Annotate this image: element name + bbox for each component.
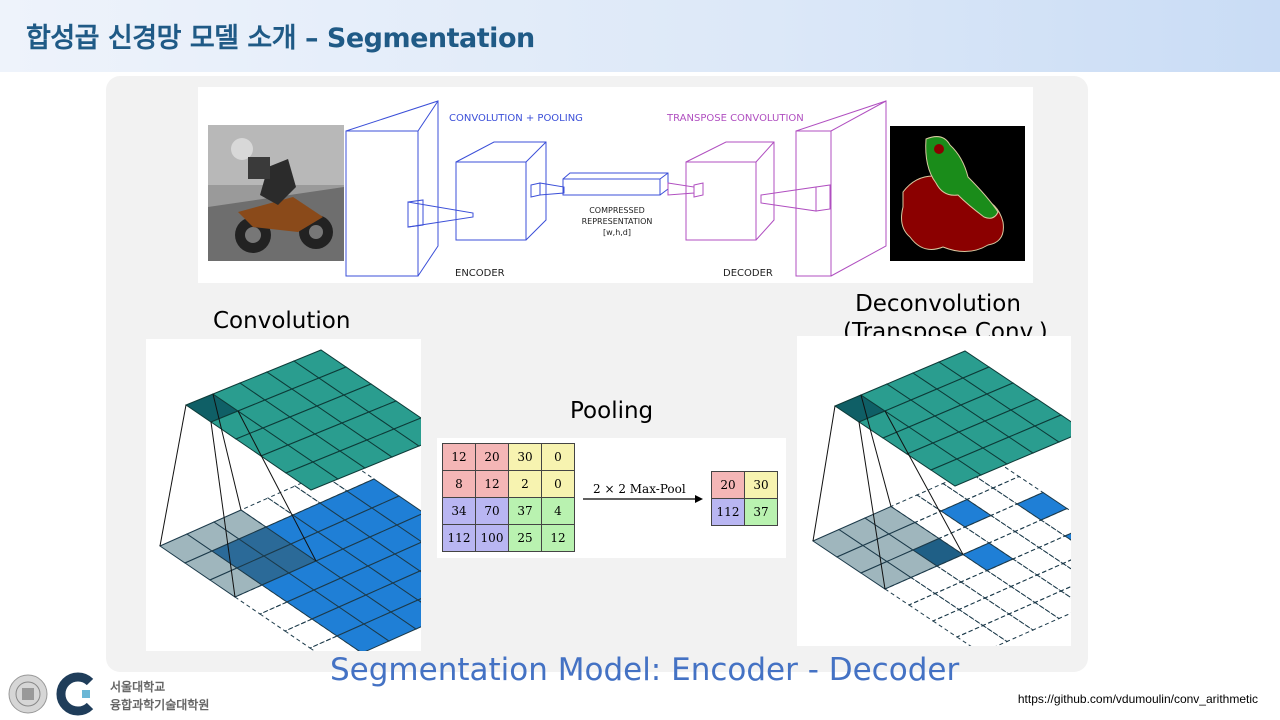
seal-icon [8, 674, 48, 714]
pool-input-cell: 70 [475, 497, 509, 525]
university-line2: 융합과학기술대학원 [110, 698, 210, 712]
input-cell [959, 569, 1013, 599]
pool-input-cell: 0 [541, 443, 575, 471]
university-name: 서울대학교 융합과학기술대학원 [110, 678, 209, 714]
convolution-svg [158, 349, 526, 666]
input-cell [957, 597, 1011, 627]
deconvolution-diagram [797, 336, 1165, 654]
input-cell [1015, 491, 1069, 521]
c-logo-icon [56, 672, 94, 716]
segmentation-mask [890, 126, 1025, 261]
pool-input-cell: 20 [475, 443, 509, 471]
input-cell [961, 542, 1015, 572]
pool-output-cell: 112 [711, 498, 745, 526]
deconvolution-title-line1: Deconvolution [855, 291, 1021, 317]
university-line1: 서울대학교 [110, 680, 166, 694]
input-cell [1059, 578, 1113, 608]
input-cell [981, 613, 1035, 643]
transpose-label: TRANSPOSE CONVOLUTION [666, 113, 804, 124]
compressed-line3: [w,h,d] [603, 228, 631, 237]
pool-input-cell: 112 [442, 524, 476, 552]
input-cell [933, 581, 987, 611]
architecture-diagram: CONVOLUTION + POOLING TRANSPOSE CONVOLUT… [198, 87, 1033, 283]
input-cell [983, 585, 1037, 615]
header-bar: 합성곱 신경망 모델 소개 – Segmentation [0, 0, 1280, 72]
pool-input-cell: 12 [442, 443, 476, 471]
projection-line [237, 410, 317, 562]
pool-input-cell: 0 [541, 470, 575, 498]
input-cell [907, 592, 961, 622]
input-cell [1007, 601, 1061, 631]
school-logo [56, 672, 100, 716]
input-cell [1033, 590, 1087, 620]
pool-input-cell: 8 [442, 470, 476, 498]
architecture-svg: CONVOLUTION + POOLING TRANSPOSE CONVOLUT… [208, 100, 1025, 279]
caption: Segmentation Model: Encoder - Decoder [330, 652, 960, 688]
encoder-label: ENCODER [455, 268, 505, 279]
input-cell [1063, 523, 1117, 553]
input-photo [208, 125, 344, 261]
projection-line [212, 393, 242, 511]
convolution-title: Convolution [213, 308, 351, 334]
pool-input-cell: 34 [442, 497, 476, 525]
conv-pool-label: CONVOLUTION + POOLING [449, 113, 583, 124]
source-url[interactable]: https://github.com/vdumoulin/conv_arithm… [1017, 692, 1258, 706]
pool-input-cell: 2 [508, 470, 542, 498]
pool-op-label: 2 × 2 Max-Pool [593, 482, 686, 496]
decoder-label: DECODER [723, 268, 773, 279]
pooling-title: Pooling [570, 398, 654, 424]
input-cell [939, 498, 993, 528]
university-seal [8, 674, 48, 714]
projection-line [884, 410, 964, 555]
convolution-diagram [146, 339, 526, 666]
input-cell [1009, 574, 1063, 604]
input-cell [1061, 551, 1115, 581]
pool-output-cell: 20 [711, 471, 745, 499]
decoder-blocks [667, 100, 887, 277]
pool-input-cell: 12 [541, 524, 575, 552]
input-cell [1013, 519, 1067, 549]
projection-line [812, 405, 836, 542]
input-cell [931, 608, 985, 638]
encoder-blocks [345, 100, 565, 277]
input-cell [1037, 535, 1091, 565]
input-cell [955, 624, 1009, 654]
pool-input-cell: 25 [508, 524, 542, 552]
compressed-line1: COMPRESSED [589, 206, 645, 215]
projection-line [210, 421, 236, 598]
compressed-block [562, 172, 669, 196]
pool-input-cell: 100 [475, 524, 509, 552]
pool-output-cell: 30 [744, 471, 778, 499]
pool-output-cell: 37 [744, 498, 778, 526]
slide-title: 합성곱 신경망 모델 소개 – Segmentation [26, 23, 535, 54]
pool-arrow [583, 495, 703, 503]
projection-line [858, 421, 886, 590]
input-cell [1011, 546, 1065, 576]
projection-line [159, 404, 187, 547]
compressed-line2: REPRESENTATION [582, 217, 653, 226]
projection-line [860, 394, 892, 507]
deconvolution-svg [811, 350, 1165, 654]
